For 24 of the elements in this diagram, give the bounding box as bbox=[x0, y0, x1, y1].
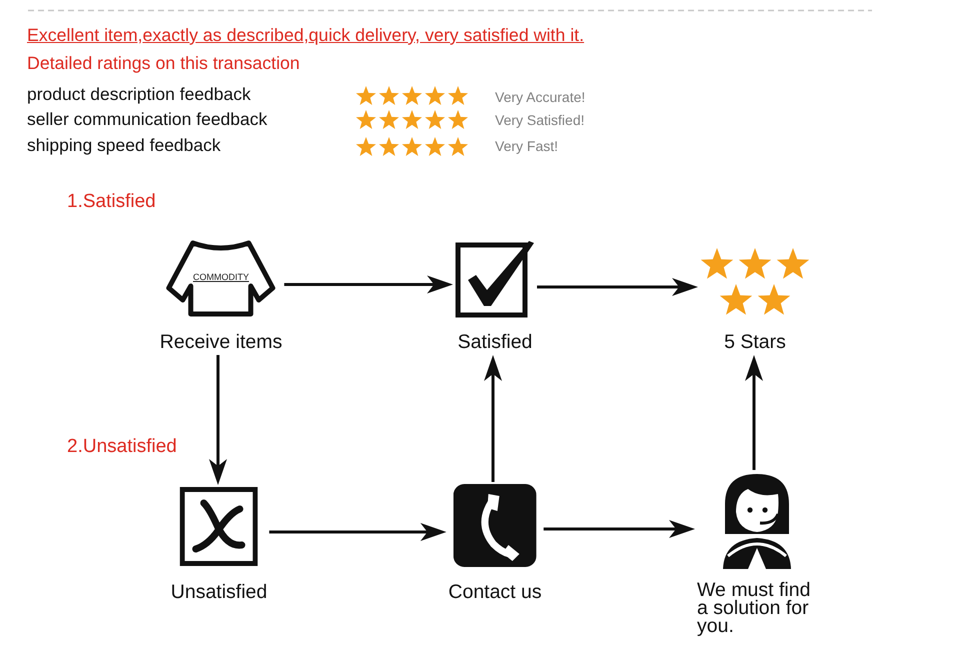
rating-label: shipping speed feedback bbox=[27, 135, 221, 156]
arrow bbox=[209, 355, 227, 485]
review-headline: Excellent item,exactly as described,quick delivery, very satisfied with it. bbox=[27, 25, 584, 46]
step-label: Contact us bbox=[448, 581, 542, 603]
rating-comment: Very Accurate! bbox=[495, 88, 586, 107]
arrow bbox=[745, 355, 763, 470]
step-label: Receive items bbox=[160, 331, 282, 353]
case-heading: 2.Unsatisfied bbox=[67, 436, 177, 457]
arrow bbox=[544, 520, 695, 538]
arrow bbox=[284, 276, 453, 294]
step-label: We must find a solution for you. bbox=[697, 581, 812, 635]
rating-comment: Very Satisfied! bbox=[495, 111, 584, 130]
rating-label: product description feedback bbox=[27, 84, 251, 105]
step-label: Satisfied bbox=[458, 331, 532, 353]
shirt-print-text: COMMODITY bbox=[193, 272, 249, 282]
rating-comment: Very Fast! bbox=[495, 137, 558, 156]
arrow bbox=[484, 355, 502, 482]
rating-label: seller communication feedback bbox=[27, 109, 268, 130]
step-label: 5 Stars bbox=[724, 331, 786, 353]
arrow bbox=[269, 523, 446, 541]
section-heading: Detailed ratings on this transaction bbox=[27, 53, 300, 74]
case-heading: 1.Satisfied bbox=[67, 191, 156, 212]
arrow bbox=[537, 278, 698, 296]
step-label: Unsatisfied bbox=[170, 581, 268, 603]
